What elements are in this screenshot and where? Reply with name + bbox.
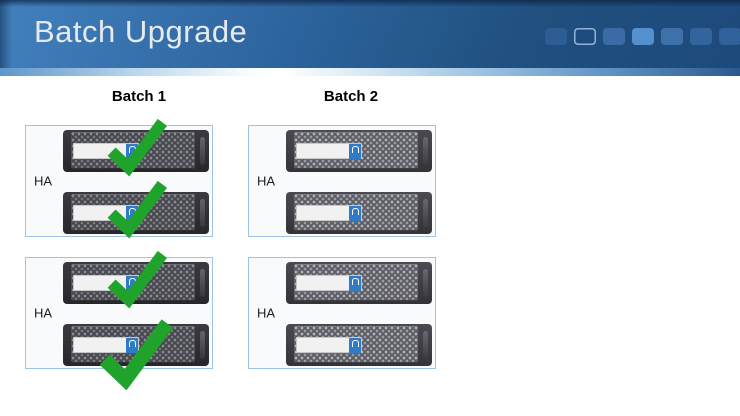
server-handle (200, 331, 205, 359)
storage-controller (286, 262, 432, 304)
ha-pair-box-batch1-1: HA (25, 118, 213, 239)
decor-square (632, 28, 654, 45)
storage-controller (63, 319, 209, 391)
decor-square (574, 28, 596, 45)
server-handle (423, 269, 428, 297)
server-label-bar (73, 337, 139, 353)
server-handle (423, 137, 428, 165)
check-icon (107, 180, 168, 239)
decor-square (603, 28, 625, 45)
server-label-bar (296, 143, 362, 159)
netapp-logo-icon (349, 143, 361, 159)
server-label-bar (296, 337, 362, 353)
storage-controller (286, 324, 432, 366)
storage-controller (286, 192, 432, 234)
netapp-logo-icon (126, 337, 138, 353)
decor-square (719, 28, 740, 45)
decor-square (690, 28, 712, 45)
server-label-bar (296, 275, 362, 291)
netapp-logo-icon (349, 337, 361, 353)
ha-pair-box-batch2-2: HA (248, 257, 436, 369)
server-handle (200, 269, 205, 297)
batch-1-heading: Batch 1 (111, 88, 167, 105)
ha-pair-box-batch1-2: HA (25, 250, 213, 391)
server-handle (423, 199, 428, 227)
ha-label: HA (257, 305, 276, 321)
ha-pair-box-batch2-1: HA (248, 125, 436, 237)
netapp-logo-icon (349, 275, 361, 291)
decor-square (661, 28, 683, 45)
storage-controller (63, 180, 209, 239)
decor-square (545, 28, 567, 45)
check-icon (107, 118, 168, 177)
netapp-logo-icon (349, 205, 361, 221)
check-icon (99, 319, 174, 391)
check-icon (107, 250, 168, 309)
server-label-bar (296, 205, 362, 221)
storage-controller (63, 118, 209, 177)
server-handle (200, 199, 205, 227)
slide-progress-squares (545, 28, 740, 45)
ha-label: HA (257, 173, 276, 189)
batch-2-heading: Batch 2 (323, 88, 379, 105)
header-sheen-divider (0, 68, 740, 76)
server-handle (423, 331, 428, 359)
slide-header: Batch Upgrade (0, 0, 740, 68)
storage-controller (286, 130, 432, 172)
ha-label: HA (34, 305, 53, 321)
ha-label: HA (34, 173, 53, 189)
slide-title: Batch Upgrade (34, 14, 248, 49)
server-handle (200, 137, 205, 165)
storage-controller (63, 250, 209, 309)
